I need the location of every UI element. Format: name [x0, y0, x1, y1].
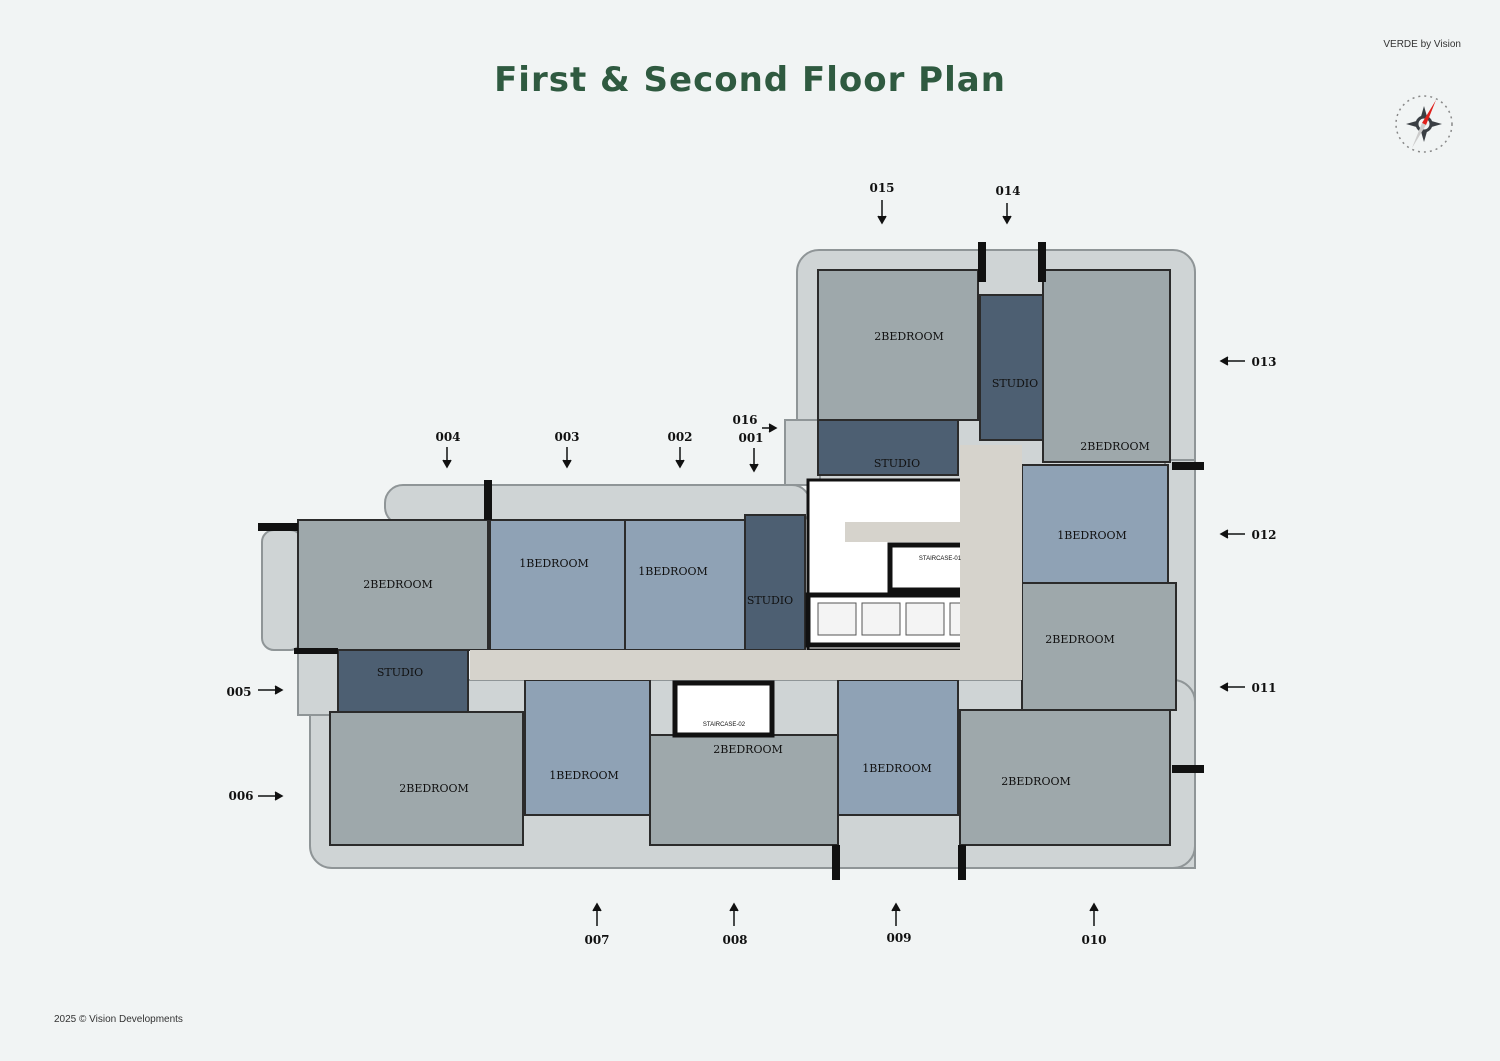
- room-label: 2BEDROOM: [1001, 775, 1071, 788]
- unit-016[interactable]: [817, 419, 959, 476]
- unit-014[interactable]: [979, 294, 1044, 441]
- unit-number: 011: [1251, 681, 1276, 695]
- unit-number: 004: [435, 430, 460, 444]
- unit-004[interactable]: [297, 519, 489, 651]
- room-label: STUDIO: [874, 457, 920, 470]
- room-label: 2BEDROOM: [399, 782, 469, 795]
- unit-002[interactable]: [624, 519, 746, 651]
- unit-number: 012: [1251, 528, 1276, 542]
- corridor: [470, 445, 1022, 680]
- unit-010[interactable]: [959, 709, 1171, 846]
- page-title: First & Second Floor Plan: [494, 60, 1006, 100]
- copyright: 2025 © Vision Developments: [54, 1014, 183, 1025]
- room-label: STUDIO: [992, 377, 1038, 390]
- room-label: 1BEDROOM: [1057, 529, 1127, 542]
- unit-008[interactable]: [649, 734, 839, 846]
- unit-number: 002: [667, 430, 692, 444]
- staircase-label: STAIRCASE-01: [919, 556, 962, 562]
- unit-number: 007: [584, 933, 609, 947]
- staircase-label: STAIRCASE-02: [703, 722, 746, 728]
- room-label: 1BEDROOM: [549, 769, 619, 782]
- room-label: 1BEDROOM: [862, 762, 932, 775]
- unit-007[interactable]: [524, 679, 651, 816]
- unit-003[interactable]: [489, 519, 626, 651]
- unit-015[interactable]: [817, 269, 979, 421]
- unit-number: 015: [869, 181, 894, 195]
- unit-013[interactable]: [1042, 269, 1171, 463]
- unit-011[interactable]: [1021, 582, 1177, 711]
- brand-label: VERDE by Vision: [1383, 39, 1461, 50]
- room-label: 1BEDROOM: [519, 557, 589, 570]
- unit-number: 006: [228, 789, 253, 803]
- room-label: 2BEDROOM: [1045, 633, 1115, 646]
- unit-number: 014: [995, 184, 1020, 198]
- unit-001[interactable]: [744, 514, 806, 651]
- compass-icon: [1395, 95, 1453, 153]
- unit-006[interactable]: [329, 711, 524, 846]
- room-label: 2BEDROOM: [363, 578, 433, 591]
- unit-number: 001: [738, 431, 763, 445]
- room-label: STUDIO: [377, 666, 423, 679]
- unit-number: 003: [554, 430, 579, 444]
- unit-arrows: [258, 200, 1245, 926]
- room-label: 2BEDROOM: [1080, 440, 1150, 453]
- unit-009[interactable]: [837, 679, 959, 816]
- unit-number: 009: [886, 931, 911, 945]
- room-label: 2BEDROOM: [713, 743, 783, 756]
- unit-number: 013: [1251, 355, 1276, 369]
- unit-number: 008: [722, 933, 747, 947]
- unit-012[interactable]: [1021, 464, 1169, 584]
- room-label: 2BEDROOM: [874, 330, 944, 343]
- room-label: 1BEDROOM: [638, 565, 708, 578]
- unit-005[interactable]: [337, 649, 469, 713]
- unit-number: 016: [732, 413, 757, 427]
- unit-number: 005: [226, 685, 251, 699]
- room-label: STUDIO: [747, 594, 793, 607]
- unit-number: 010: [1081, 933, 1106, 947]
